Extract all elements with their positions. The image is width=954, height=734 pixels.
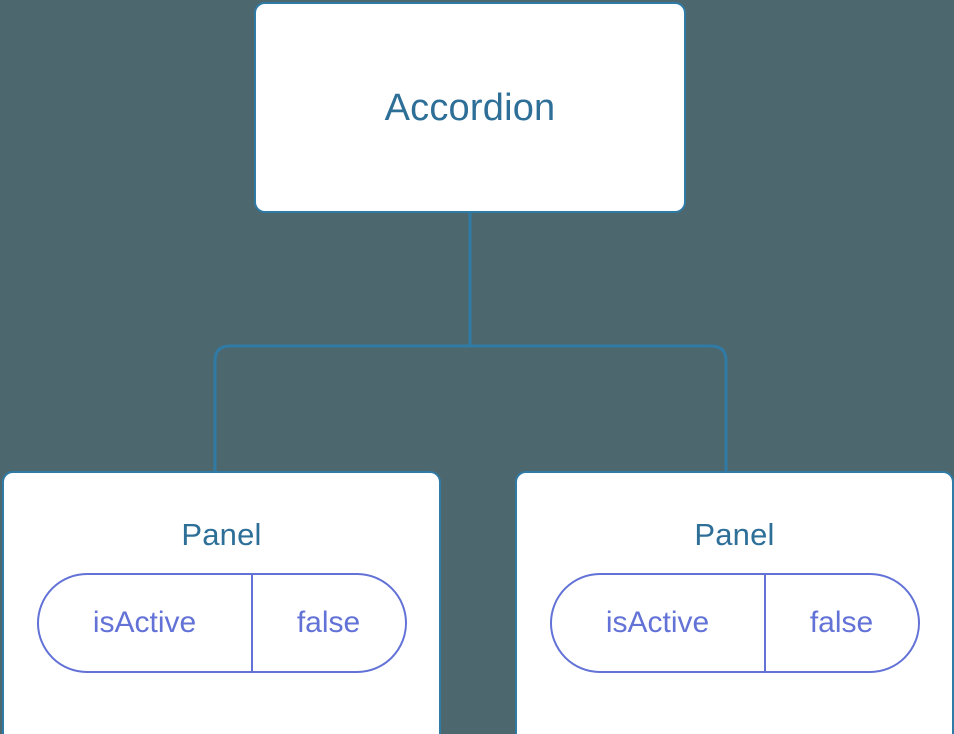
state-badge-panel-1[interactable]: isActive false	[36, 573, 407, 673]
node-panel-1[interactable]: Panel isActive false	[2, 471, 441, 734]
node-accordion-title: Accordion	[384, 86, 556, 129]
edge-root-to-panel-left	[213, 344, 470, 474]
state-badge-panel-2[interactable]: isActive false	[549, 573, 920, 673]
node-panel-2[interactable]: Panel isActive false	[515, 471, 954, 734]
state-key-panel-1: isActive	[39, 575, 253, 671]
node-panel-1-title: Panel	[181, 517, 262, 552]
state-value-panel-2: false	[809, 606, 874, 639]
node-accordion[interactable]: Accordion	[254, 2, 686, 213]
node-panel-2-title: Panel	[694, 517, 775, 552]
edge-root-to-panel-right	[470, 344, 728, 474]
state-value-panel-1: false	[296, 606, 361, 639]
state-key-panel-2: isActive	[552, 575, 766, 671]
